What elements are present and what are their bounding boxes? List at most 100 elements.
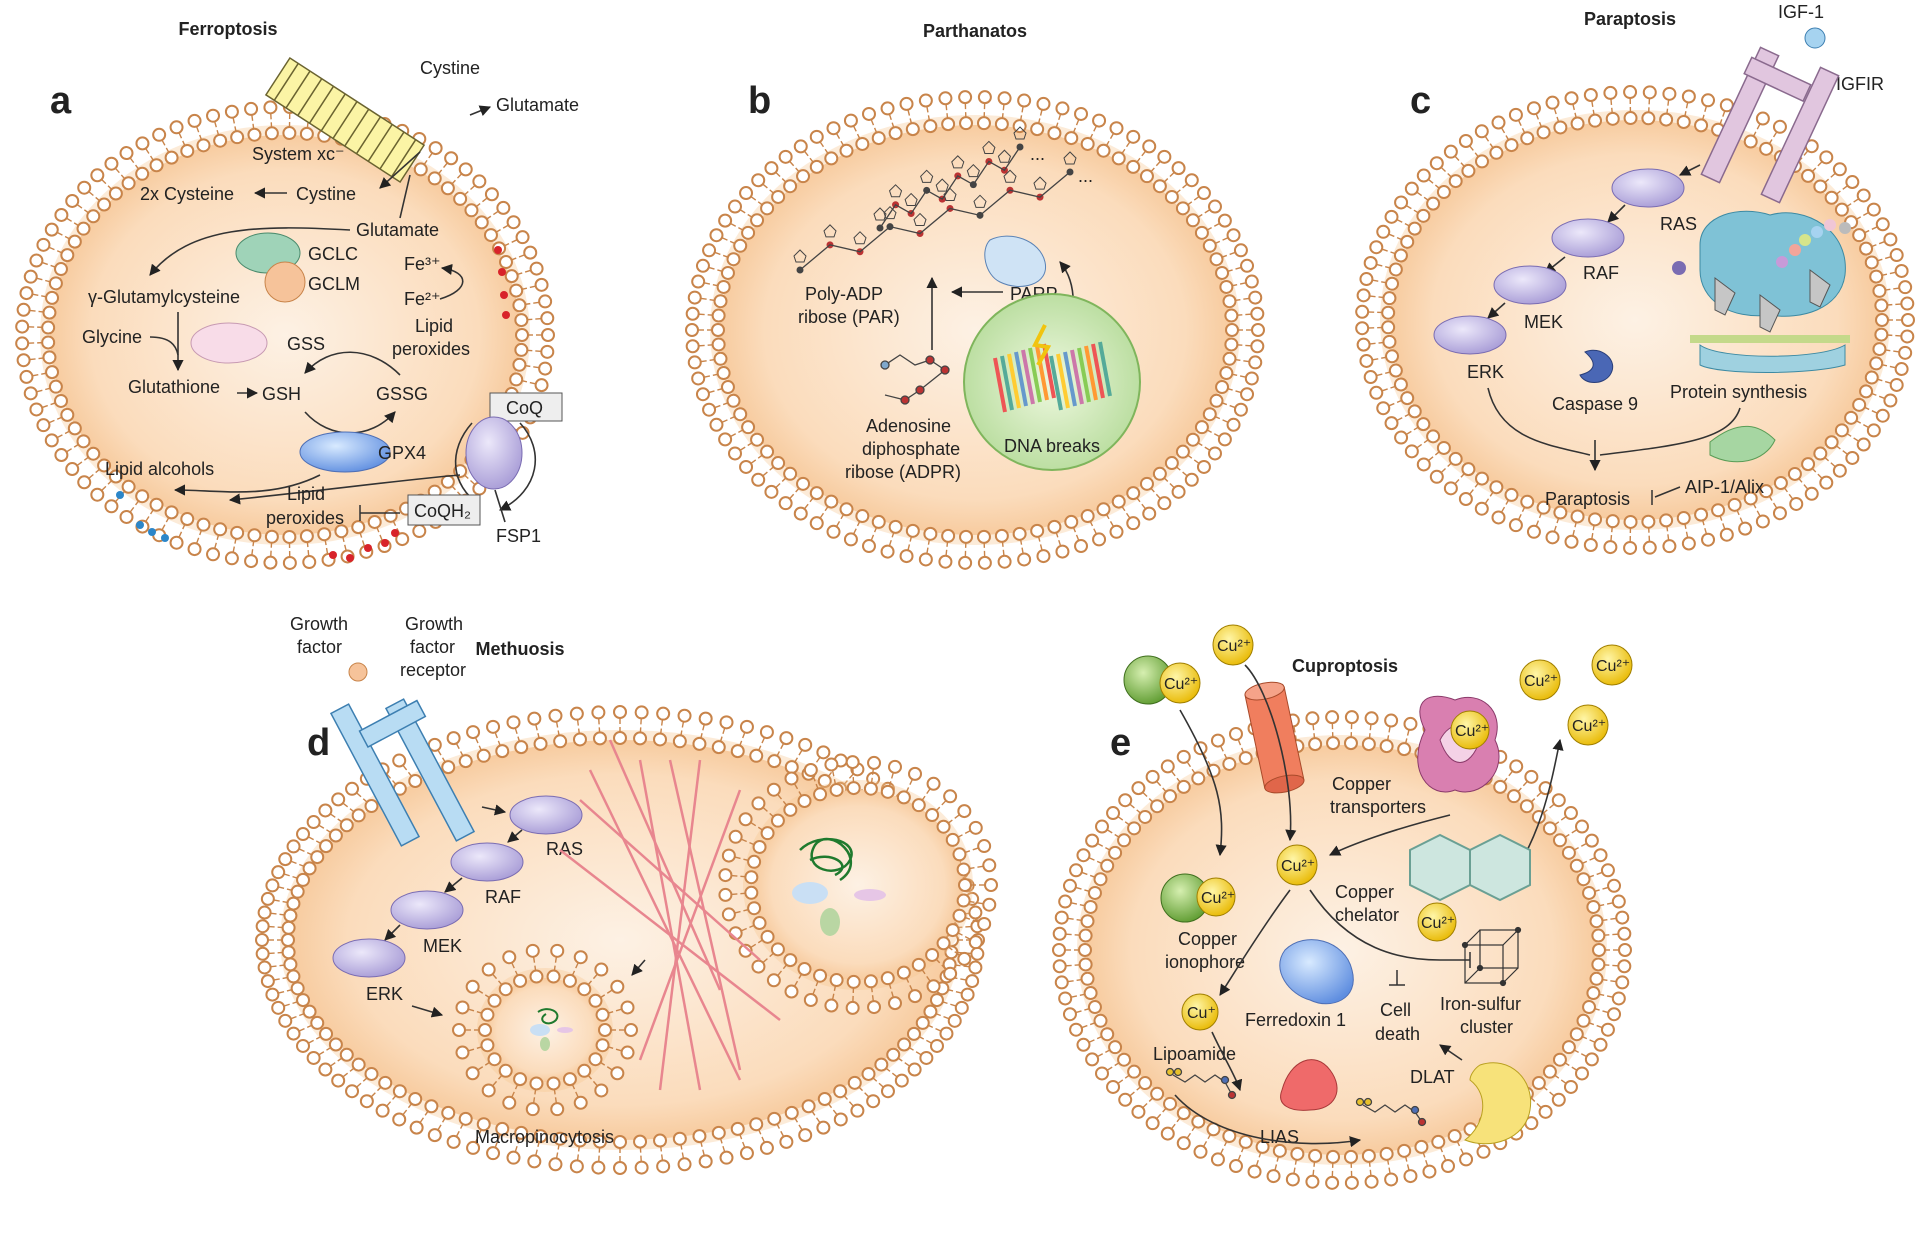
gclm-enzyme-icon	[264, 261, 306, 303]
label-ras: RAS	[1660, 214, 1697, 234]
label-gfr-2: factor	[410, 637, 455, 657]
label-growth-factor-1: Growth	[290, 614, 348, 634]
dlat-icon	[1463, 1062, 1532, 1145]
label-glutamylcysteine: γ-Glutamylcysteine	[88, 287, 240, 307]
label-fe2: Fe²⁺	[404, 289, 441, 309]
label-glutamate: Glutamate	[356, 220, 439, 240]
gss-enzyme-icon	[190, 322, 268, 364]
copper-chelator-icon	[1409, 833, 1531, 902]
label-glutamate-top: Glutamate	[496, 95, 579, 115]
panel-a-letter: a	[50, 80, 72, 122]
raf-icon-d	[450, 842, 524, 882]
panel-c-letter: c	[1410, 80, 1431, 122]
copper-ion-icon	[1212, 624, 1254, 666]
cell-c	[1355, 85, 1915, 555]
label-copper-ionophore-2: ionophore	[1165, 952, 1245, 972]
cu-label-10: Cu⁺	[1187, 1005, 1216, 1022]
ras-icon-d	[509, 795, 583, 835]
label-glutathione: Glutathione	[128, 377, 220, 397]
label-fsp1: FSP1	[496, 526, 541, 546]
label-coq: CoQ	[506, 398, 543, 418]
cell-b	[685, 90, 1265, 570]
label-gfr-1: Growth	[405, 614, 463, 634]
label-mek-d: MEK	[423, 936, 462, 956]
actin-filaments-icon	[559, 739, 781, 1091]
label-lipid-peroxides-b1: Lipid	[287, 484, 325, 504]
panel-b-title: Parthanatos	[923, 21, 1027, 41]
label-cystine-top: Cystine	[420, 58, 480, 78]
aip1-icon	[1709, 425, 1776, 463]
par-polymer-icon	[793, 126, 1077, 274]
label-gclc: GCLC	[308, 244, 358, 264]
label-lias: LIAS	[1260, 1127, 1299, 1147]
label-gpx4: GPX4	[378, 443, 426, 463]
lightning-icon	[1031, 324, 1052, 366]
panel-e: Cuproptosis e Cu²⁺ Cu²⁺ Cu²⁺ Copper tran…	[1110, 624, 1633, 1148]
cu-label-4: Cu²⁺	[1524, 673, 1558, 690]
label-cell-death-2: death	[1375, 1024, 1420, 1044]
lipid-peroxide-dots	[329, 246, 510, 562]
membranes	[15, 85, 1915, 1190]
gpx4-enzyme-icon	[299, 431, 391, 473]
ribosome-icon	[1672, 210, 1851, 373]
dna-breaks-icon	[993, 341, 1112, 413]
macropinosome-contents-icon	[530, 1008, 573, 1051]
label-lipid-peroxides-1: Lipid	[415, 316, 453, 336]
coq-box	[489, 392, 563, 422]
lipoamide-molecule-icon	[1165, 1067, 1237, 1100]
label-copper-transporters-2: transporters	[1330, 797, 1426, 817]
system-xc-transporter-icon	[264, 56, 426, 184]
parp-enzyme-icon	[984, 235, 1046, 287]
label-par-2: ribose (PAR)	[798, 307, 900, 327]
growth-factor-receptor-icon	[329, 698, 476, 847]
caspase9-icon	[1579, 349, 1613, 383]
vacuole-d	[718, 755, 998, 1015]
label-erk-d: ERK	[366, 984, 403, 1004]
cu-label-2: Cu²⁺	[1217, 638, 1251, 655]
label-protein-synthesis: Protein synthesis	[1670, 382, 1807, 402]
cu-label-7: Cu²⁺	[1281, 858, 1315, 875]
ras-icon	[1611, 168, 1685, 208]
coqh2-box	[407, 494, 481, 526]
label-copper-transporters-1: Copper	[1332, 774, 1391, 794]
label-growth-factor-2: factor	[297, 637, 342, 657]
copper-transporter-icon	[1244, 681, 1305, 794]
label-gclm: GCLM	[308, 274, 360, 294]
label-paraptosis: Paraptosis	[1545, 489, 1630, 509]
label-raf-d: RAF	[485, 887, 521, 907]
label-copper-chelator-2: chelator	[1335, 905, 1399, 925]
panel-a-title: Ferroptosis	[178, 19, 277, 39]
cu-label-9: Cu²⁺	[1201, 890, 1235, 907]
label-ras-d: RAS	[546, 839, 583, 859]
label-adpr-1: Adenosine	[866, 416, 951, 436]
label-gsh: GSH	[262, 384, 301, 404]
copper-ion-icon	[1591, 644, 1633, 686]
panel-c: Paraptosis c IGF-1 IGFIR RAS RAF MEK ERK	[1410, 2, 1884, 509]
label-cystine: Cystine	[296, 184, 356, 204]
label-mek: MEK	[1524, 312, 1563, 332]
label-erk: ERK	[1467, 362, 1504, 382]
igf1-ligand-icon	[1804, 27, 1826, 49]
cu-label-3: Cu²⁺	[1455, 723, 1489, 740]
cu-label-5: Cu²⁺	[1596, 658, 1630, 675]
erk-icon	[1433, 315, 1507, 355]
panel-c-title: Paraptosis	[1584, 9, 1676, 29]
label-copper-chelator-1: Copper	[1335, 882, 1394, 902]
label-ellipsis-2: ...	[1078, 166, 1093, 186]
label-raf: RAF	[1583, 263, 1619, 283]
vacuole-contents-icon	[792, 837, 886, 936]
lipid-alcohol-dots	[116, 491, 169, 542]
macropinosome-d	[452, 943, 638, 1117]
panel-d: Methuosis d Growth factor Growth factor …	[290, 614, 886, 1147]
label-lipoamide: Lipoamide	[1153, 1044, 1236, 1064]
mek-icon	[1493, 265, 1567, 305]
label-lipid-peroxides-b2: peroxides	[266, 508, 344, 528]
copper-ion-icon	[1417, 902, 1457, 942]
copper-ion-icon	[1519, 659, 1561, 701]
cu-label-8: Cu²⁺	[1421, 915, 1455, 932]
label-fe3: Fe³⁺	[404, 254, 441, 274]
panel-a: Ferroptosis a Cystine Glutamate System x…	[50, 19, 579, 562]
copper-ion-icon	[1181, 993, 1219, 1031]
label-system-xc: System xc⁻	[252, 144, 345, 164]
